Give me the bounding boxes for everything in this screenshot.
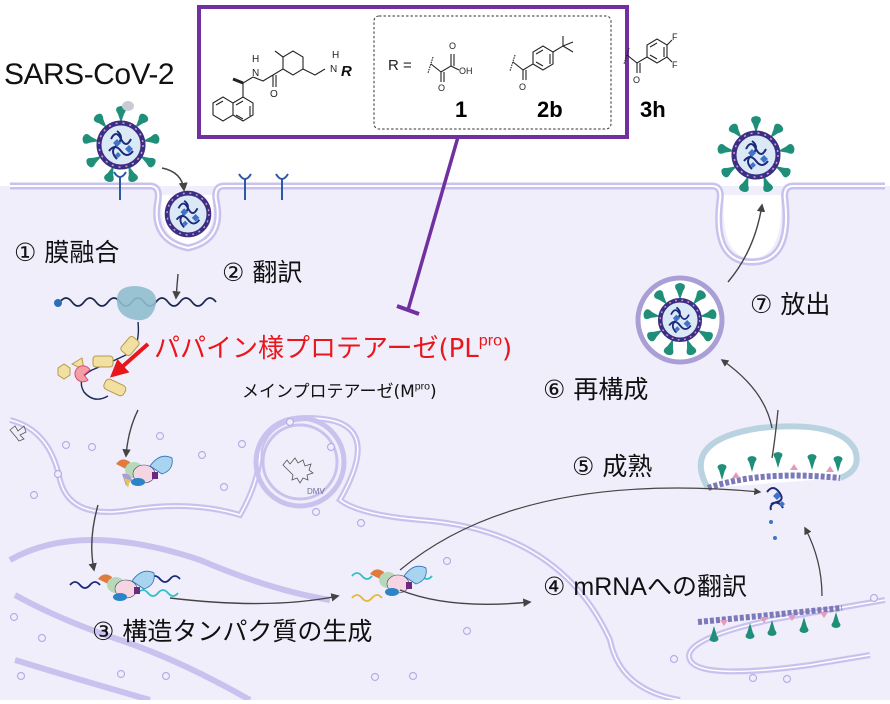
step-6-number: ⑥ (543, 375, 566, 404)
amine-h-label: H (332, 50, 339, 61)
compound-label-2b: 2b (537, 97, 563, 122)
step-3-text: 構造タンパク質の生成 (122, 617, 373, 646)
r3h-o-label: O (633, 75, 640, 85)
mpro-label-main: メインプロテアーゼ(M (242, 382, 415, 402)
er-bound-structural-proteins (697, 605, 843, 642)
amine-n-label: N (330, 64, 337, 75)
r-group-2b-structure (509, 36, 574, 80)
ribosome-translation (54, 286, 217, 400)
er-pores (9, 417, 879, 684)
step-3-number: ③ (92, 617, 115, 646)
step-6-text: 再構成 (573, 375, 649, 404)
core-scaffold-structure (212, 50, 326, 122)
r3h-f1-label: F (672, 32, 678, 42)
double-membrane-vesicle (9, 415, 347, 509)
inhibitor-structure-box (197, 5, 629, 139)
ergic-compartment (697, 423, 860, 491)
replication-complex-2 (69, 570, 181, 601)
mpro-label: メインプロテアーゼ(Mpro) (242, 377, 437, 402)
virus-in-vesicle (635, 275, 725, 365)
step-4-number: ④ (543, 572, 566, 601)
nh-n-label: N (252, 68, 259, 79)
replication-complex-3 (351, 565, 433, 602)
r-group-1-structure (427, 54, 460, 82)
step-3-label: ③ 構造タンパク質の生成 (92, 612, 372, 648)
plpro-label: パパイン様プロテアーゼ(PLpro) (154, 328, 512, 365)
step-4-label: ④ mRNAへの翻訳 (543, 567, 747, 603)
step-1-label: ① 膜融合 (14, 233, 119, 269)
r1-oh-label: OH (459, 66, 473, 76)
r-equals-label: R = (388, 57, 412, 74)
step-2-number: ② (222, 258, 245, 287)
r-group-panel (373, 15, 612, 130)
inhibition-bar (396, 304, 420, 316)
step-7-text: 放出 (780, 290, 831, 319)
compound-label-1: 1 (455, 97, 468, 122)
r-group-3h-structure (623, 38, 673, 73)
step-5-text: 成熟 (602, 452, 653, 481)
r1-o-top: O (449, 41, 456, 51)
r-group-symbol: R (341, 63, 352, 80)
step-1-text: 膜融合 (44, 238, 120, 267)
compound-label-3h: 3h (640, 97, 666, 122)
ace2-receptors (113, 171, 289, 200)
step-7-label: ⑦ 放出 (750, 285, 830, 321)
step-2-label: ② 翻訳 (222, 253, 302, 289)
plpro-label-close: ) (502, 334, 513, 364)
replication-complex-1 (116, 455, 173, 488)
core-scaffold-labels: H N O H N R R = (252, 50, 412, 100)
step-6-label: ⑥ 再構成 (543, 370, 648, 406)
step-2-text: 翻訳 (252, 258, 303, 287)
step-1-number: ① (14, 238, 37, 267)
plpro-label-sup: pro (478, 331, 503, 350)
step-4-text: mRNAへの翻訳 (573, 573, 747, 601)
step-7-number: ⑦ (750, 290, 773, 319)
plpro-label-main: パパイン様プロテアーゼ(PL (154, 334, 479, 364)
carbonyl-o-label: O (270, 89, 278, 100)
mpro-label-close: ) (430, 382, 437, 402)
inhibition-line (406, 136, 460, 311)
r3h-f2-label: F (672, 60, 678, 70)
r1-o-bottom: O (438, 83, 445, 93)
nucleocapsid (766, 487, 785, 540)
virus-endosome (167, 193, 209, 235)
plpro-pointer-arrow (109, 342, 150, 378)
dmv-label: DMV (307, 487, 325, 496)
nh-h-label: H (252, 54, 259, 65)
virus-protein (122, 101, 134, 111)
step-5-number: ⑤ (572, 452, 595, 481)
virus-title: SARS-CoV-2 (4, 58, 175, 91)
step-5-label: ⑤ 成熟 (572, 447, 652, 483)
r2b-o-label: O (519, 82, 526, 92)
mpro-label-sup: pro (414, 380, 431, 393)
